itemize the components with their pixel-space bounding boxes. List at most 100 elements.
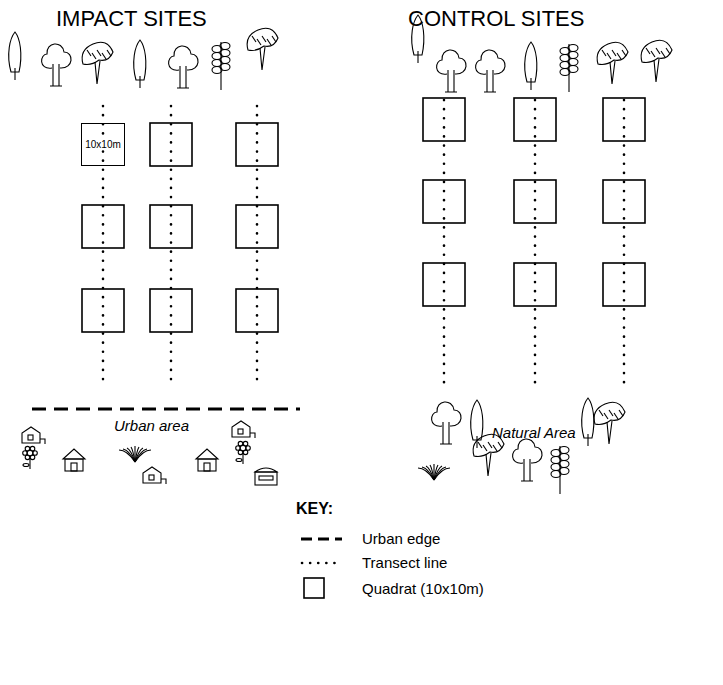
house-roof — [63, 449, 85, 459]
tree-leaf — [498, 442, 502, 448]
flower-leaf — [236, 459, 242, 462]
urban-edge-line — [32, 408, 300, 411]
tree-trunk — [486, 453, 491, 476]
quadrats — [82, 98, 645, 332]
tree-trunk — [417, 51, 418, 63]
house-fence — [250, 433, 255, 438]
tree — [134, 40, 146, 80]
tree-trunk — [50, 64, 62, 86]
tree-leaf — [646, 48, 650, 54]
tree-leaf — [622, 50, 626, 56]
house-window — [149, 475, 154, 480]
tree-leaf — [619, 410, 623, 416]
house-fence — [40, 439, 45, 444]
tree-trunk — [607, 421, 612, 444]
tree — [169, 46, 198, 70]
tree-leaf — [666, 48, 670, 54]
tree-trunk — [440, 422, 452, 444]
tree-trunk — [445, 70, 457, 92]
area-label: Urban area — [114, 417, 189, 434]
flower-petal — [246, 446, 251, 451]
tree-trunk — [220, 42, 221, 90]
tree — [597, 42, 628, 64]
tree-leaf — [87, 50, 91, 56]
shop-window — [259, 476, 273, 480]
flower-stem — [29, 459, 30, 469]
flower-petal — [33, 451, 38, 456]
plant-leaf — [127, 448, 135, 462]
trees — [9, 15, 672, 494]
flower-petal — [243, 441, 248, 446]
tree-leaf — [656, 48, 660, 54]
area-label: Natural Area — [492, 424, 576, 441]
tree-leaf — [614, 413, 618, 419]
house-roof — [196, 449, 218, 459]
tree-trunk — [177, 66, 189, 88]
transect-line — [623, 100, 626, 385]
tree-trunk — [587, 434, 588, 446]
shop — [255, 472, 277, 485]
transect-line — [443, 100, 446, 385]
tree — [42, 44, 71, 68]
flower-petal — [243, 450, 248, 455]
plant-leaf — [426, 466, 434, 480]
transect-line — [170, 106, 173, 386]
tree-trunk — [559, 446, 560, 494]
transect-lines — [103, 100, 624, 386]
tree-trunk — [139, 76, 140, 88]
tree-leaf — [272, 36, 276, 42]
flower-petal — [238, 450, 243, 455]
tree-trunk — [484, 70, 496, 92]
tree — [432, 402, 461, 426]
tree — [9, 32, 21, 72]
house — [198, 459, 216, 471]
tree-trunk — [654, 59, 659, 82]
tree-leaf — [478, 442, 482, 448]
tree-trunk — [260, 47, 265, 70]
tree-leaf — [262, 36, 266, 42]
house-window — [238, 429, 243, 434]
tree-trunk — [95, 61, 100, 84]
flower-petal — [238, 441, 243, 446]
tree-leaf — [107, 50, 111, 56]
tree-trunk — [610, 61, 615, 84]
transect-line — [256, 106, 259, 386]
tree-leaf — [493, 445, 497, 451]
tree-leaf — [599, 410, 603, 416]
house-door — [71, 463, 77, 471]
house-window — [28, 435, 33, 440]
tree — [82, 42, 113, 64]
tree-leaf — [609, 410, 613, 416]
flower-petal — [30, 446, 35, 451]
tree-leaf — [97, 50, 101, 56]
house — [65, 459, 83, 471]
tree-leaf — [651, 51, 655, 57]
house-door — [204, 463, 210, 471]
tree-leaf — [607, 53, 611, 59]
tree — [471, 400, 483, 440]
flower-petal — [25, 455, 30, 460]
legend-text: Urban edge — [362, 530, 440, 547]
tree-leaf — [267, 39, 271, 45]
tree-trunk — [530, 78, 531, 90]
tree-leaf — [612, 50, 616, 56]
flower-leaf — [23, 464, 29, 467]
house — [232, 421, 250, 437]
plant-leaf — [135, 450, 151, 462]
tree — [525, 42, 537, 82]
shop-roof — [255, 468, 277, 472]
tree-leaf — [488, 442, 492, 448]
tree-trunk — [568, 44, 569, 92]
legend-samples — [301, 539, 342, 598]
tree-leaf — [92, 53, 96, 59]
plant-leaf — [131, 447, 135, 462]
tree — [437, 50, 466, 74]
section-title: CONTROL SITES — [408, 6, 584, 31]
flower-petal — [236, 446, 241, 451]
tree — [641, 40, 672, 62]
flower-petal — [25, 446, 30, 451]
flower-petal — [30, 455, 35, 460]
house-fence — [161, 479, 166, 484]
tree-leaf — [661, 51, 665, 57]
